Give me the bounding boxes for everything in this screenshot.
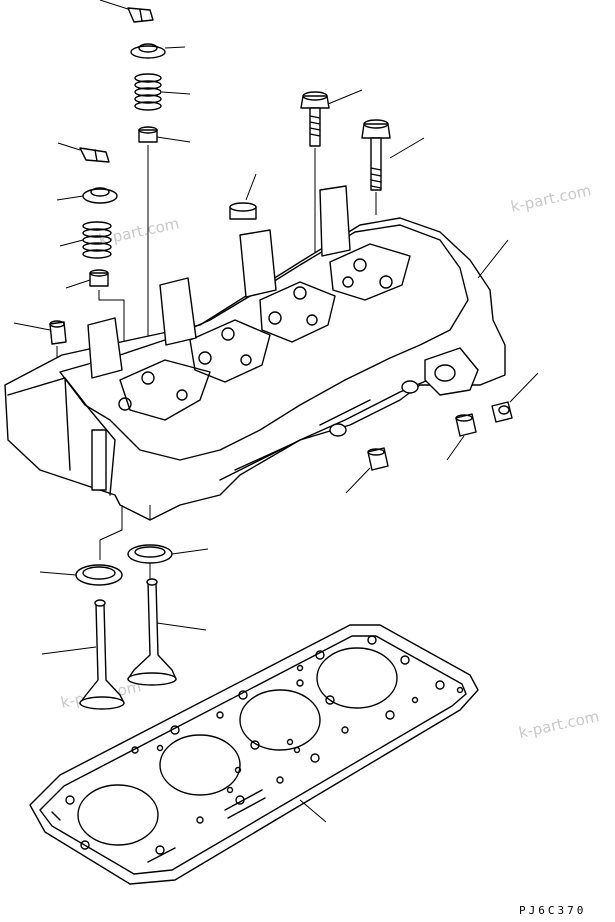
- head-bolt-2: [361, 119, 425, 215]
- valve-stem-seal-upper: [138, 126, 191, 373]
- cup-plug: [229, 173, 257, 220]
- spring-retainer-upper: [130, 43, 186, 59]
- cam-bay-4: [329, 243, 411, 301]
- valve-stem-seal-lower: [65, 269, 125, 360]
- drawing-code: PJ6C370: [519, 904, 586, 917]
- head-gasket: [29, 624, 479, 885]
- gasket-bore-1: [77, 784, 159, 846]
- watermark-top: k-part.com: [509, 181, 593, 216]
- exhaust-valve: [41, 599, 125, 710]
- cylinder-head: [4, 185, 509, 560]
- valve-cotter-upper: [99, 0, 154, 23]
- valve-spring-upper: [134, 73, 191, 111]
- plug-right-c: [345, 447, 389, 494]
- gasket-bore-3: [239, 689, 321, 751]
- plug-small-left: [13, 320, 70, 361]
- watermark-lower-right: k-part.com: [517, 707, 601, 742]
- intake-valve: [127, 578, 207, 686]
- head-bolt-1: [300, 89, 363, 255]
- cam-bay-1: [118, 359, 211, 421]
- valve-seat-right: [127, 544, 209, 564]
- cam-bay-2: [189, 319, 271, 383]
- valve-seat-left: [39, 563, 151, 586]
- valve-spring-lower: [59, 221, 112, 259]
- plug-right-a: [491, 372, 539, 423]
- plug-right-b: [446, 413, 477, 461]
- valve-cotter-lower: [57, 142, 110, 163]
- gasket-bore-4: [316, 647, 398, 709]
- cam-bay-3: [259, 281, 336, 343]
- spring-retainer-lower: [56, 187, 118, 204]
- gasket-bore-2: [159, 734, 241, 796]
